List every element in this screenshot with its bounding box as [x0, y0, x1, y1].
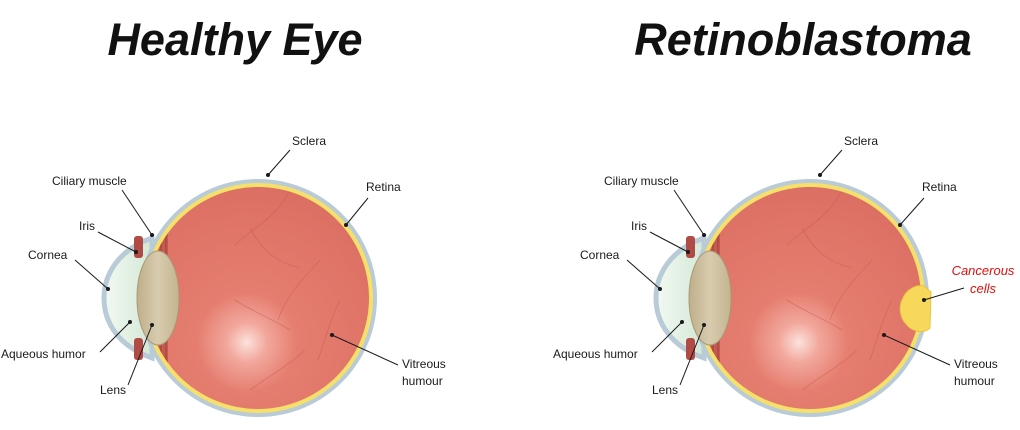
iris-lower-right: [686, 338, 695, 360]
lens: [136, 250, 180, 346]
label-iris-right: Iris: [631, 219, 647, 233]
label-retina-right: Retina: [922, 180, 957, 194]
cancerous-cells-tumor: [899, 285, 932, 332]
cornea-right: [653, 234, 707, 362]
retinoblastoma-eye-labels: Sclera Retina Ciliary muscle Iris Cornea…: [553, 134, 1015, 397]
label-sclera-right: Sclera: [844, 134, 878, 148]
label-cornea: Cornea: [28, 248, 68, 262]
label-aqueous-humor: Aqueous humor: [1, 347, 86, 361]
iris-lower: [134, 338, 143, 360]
title-healthy-eye: Healthy Eye: [107, 14, 362, 65]
label-aqueous-humor-right: Aqueous humor: [553, 347, 638, 361]
vitreous-body-right: [699, 187, 921, 409]
label-sclera: Sclera: [292, 134, 326, 148]
label-cancerous-line2: cells: [970, 281, 997, 296]
label-ciliary-muscle: Ciliary muscle: [52, 174, 127, 188]
label-cancerous-line1: Cancerous: [952, 263, 1015, 278]
lens-right: [688, 250, 732, 346]
iris-upper: [134, 236, 143, 258]
healthy-eye-labels: Sclera Retina Ciliary muscle Iris Cornea…: [1, 134, 446, 397]
cornea: [101, 234, 155, 362]
label-ciliary-muscle-right: Ciliary muscle: [604, 174, 679, 188]
label-cornea-right: Cornea: [580, 248, 620, 262]
title-retinoblastoma: Retinoblastoma: [634, 14, 972, 65]
retinoblastoma-eye-illustration: [653, 179, 932, 417]
label-iris: Iris: [79, 219, 95, 233]
label-lens: Lens: [100, 383, 126, 397]
label-vitreous-right-line2: humour: [954, 374, 995, 388]
label-retina: Retina: [366, 180, 401, 194]
vitreous-body: [147, 187, 369, 409]
label-vitreous-line1: Vitreous: [402, 357, 446, 371]
label-lens-right: Lens: [652, 383, 678, 397]
healthy-eye-illustration: [101, 179, 377, 417]
label-vitreous-line2: humour: [402, 374, 443, 388]
label-vitreous-right-line1: Vitreous: [954, 357, 998, 371]
iris-upper-right: [686, 236, 695, 258]
